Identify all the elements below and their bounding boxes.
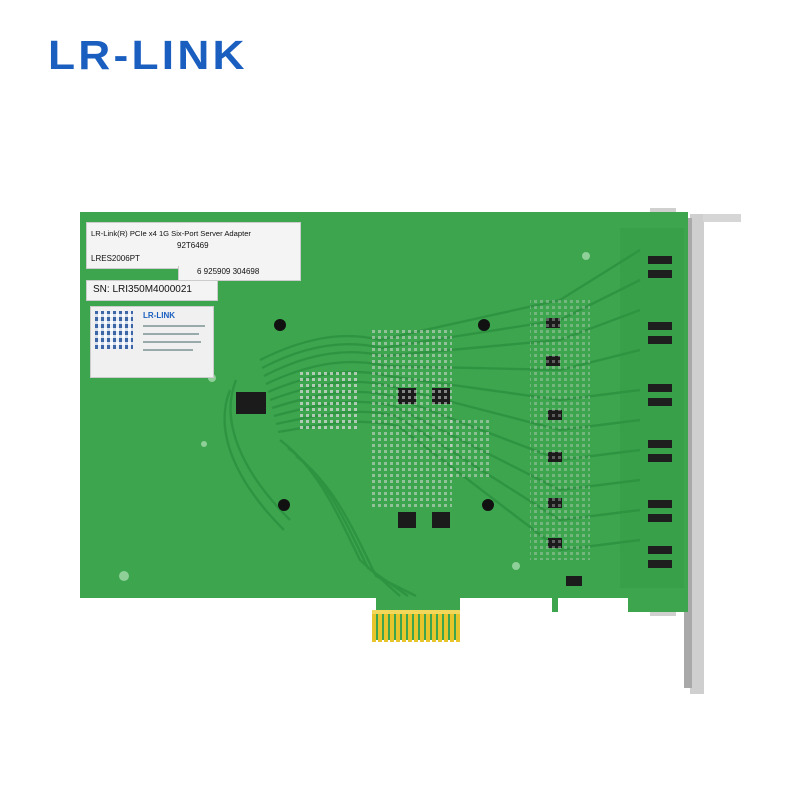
code-text: 92T6469 [177, 241, 209, 250]
qr-info-card: LR-LINK [90, 306, 214, 378]
barcode: 6 925909 304698 [178, 266, 301, 281]
model-text: LRES2006PT [91, 254, 140, 263]
product-line-text: LR-Link(R) PCIe x4 1G Six-Port Server Ad… [91, 229, 251, 238]
barcode-number: 6 925909 304698 [197, 267, 260, 276]
card-brand: LR-LINK [143, 311, 175, 320]
brand-logo: LR-LINK [48, 32, 248, 78]
serial-label: SN: LRI350M4000021 [86, 280, 218, 301]
serial-text: SN: LRI350M4000021 [93, 284, 192, 295]
pcie-gold-fingers [372, 610, 460, 642]
product-label: LR-Link(R) PCIe x4 1G Six-Port Server Ad… [86, 222, 301, 269]
